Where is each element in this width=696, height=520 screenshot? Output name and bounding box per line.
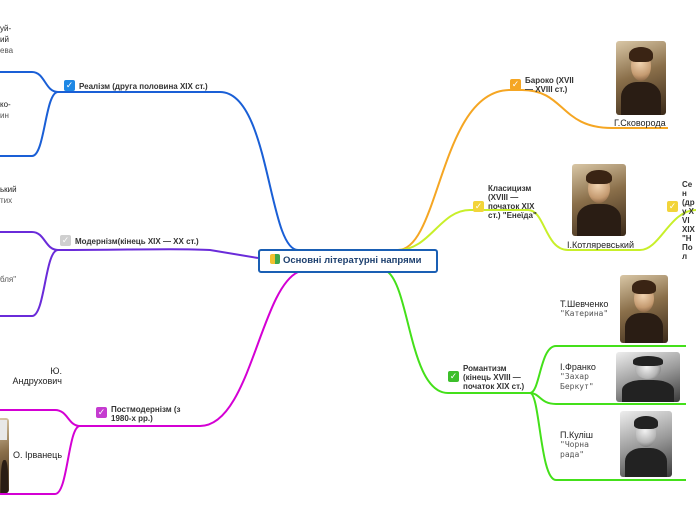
truncated-text-a1: уй- (0, 24, 12, 33)
connector-modernism (57, 248, 259, 259)
connector-postmodernism-bottom (0, 425, 81, 495)
branch-baroque[interactable]: Бароко (XVII — XVIII ст.) (525, 76, 574, 94)
author-shevchenko[interactable]: Т.Шевченко "Катерина" (560, 299, 618, 319)
author-irvanets[interactable]: О. Ірванець (13, 450, 63, 460)
portrait-thumbnail-image (0, 420, 7, 440)
author-franko[interactable]: І.Франко "Захар Беркут" (560, 362, 612, 392)
connector-romanticism-kulish (529, 392, 686, 481)
truncated-text-b1: ко- (0, 100, 11, 109)
work-title: "Катерина" (560, 309, 609, 318)
truncated-text-c2: тих (0, 196, 13, 205)
portrait-kulish-image (620, 411, 672, 477)
connector-postmodernism (80, 271, 299, 427)
beginner-leaf-icon (270, 254, 280, 264)
checkbox-checked-icon[interactable]: ✓ (64, 80, 75, 91)
truncated-text-d1: бля" (0, 275, 17, 284)
connector-realism-bottom (0, 91, 59, 157)
branch-classicism[interactable]: Класицизм (XVIII — початок XIX ст.) "Ене… (488, 184, 537, 220)
connector-baroque (397, 89, 668, 251)
portrait-kotliarevskyi-image (572, 164, 626, 236)
branch-realism[interactable]: Реалізм (друга половина XIX ст.) (79, 82, 208, 91)
checkbox-checked-icon[interactable]: ✓ (473, 201, 484, 212)
truncated-text-c1: ький (0, 185, 17, 194)
checkbox-checked-icon[interactable]: ✓ (667, 201, 678, 212)
truncated-text-b2: ин (0, 111, 9, 120)
branch-postmodernism[interactable]: Постмодернізм (з 1980-х рр.) (111, 405, 181, 423)
author-name: П.Куліш (560, 430, 593, 440)
connector-romanticism-shevchenko (529, 345, 686, 394)
connector-romanticism-franko (529, 392, 686, 405)
connector-classicism (397, 209, 696, 251)
work-title: "Захар Беркут" (560, 372, 594, 391)
truncated-text-a2: ий (0, 35, 9, 44)
author-skovoroda[interactable]: Г.Сковорода (614, 118, 666, 128)
root-topic-label: Основні літературні напрями (283, 255, 422, 266)
connector-realism (58, 91, 299, 251)
checkbox-icon[interactable]: ✓ (60, 235, 71, 246)
author-kulish[interactable]: П.Куліш "Чорна рада" (560, 430, 604, 460)
work-title: "Чорна рада" (560, 440, 589, 459)
root-topic[interactable]: Основні літературні напрями (258, 249, 438, 273)
checkbox-checked-icon[interactable]: ✓ (96, 407, 107, 418)
truncated-text-a3: ева (0, 46, 14, 55)
author-name: І.Франко (560, 362, 596, 372)
portrait-irvanets-image (0, 418, 9, 493)
portrait-shevchenko-image (620, 275, 668, 343)
branch-sentimentalism[interactable]: Сен (дру XVI XIX "Н Пол (682, 180, 695, 261)
branch-modernism[interactable]: Модернізм(кінець XIX — XX ст.) (75, 237, 199, 246)
connector-modernism-bottom (0, 249, 59, 317)
checkbox-checked-icon[interactable]: ✓ (448, 371, 459, 382)
author-name: Т.Шевченко (560, 299, 609, 309)
connector-realism-top (0, 71, 59, 93)
branch-romanticism[interactable]: Романтизм (кінець XVIII — початок XIX ст… (463, 364, 525, 391)
author-kotliarevskyi[interactable]: І.Котляревський (567, 240, 634, 250)
author-andrukhovych[interactable]: Ю. Андрухович (12, 366, 62, 386)
connector-postmodernism-top (0, 409, 81, 427)
connector-modernism-top (0, 231, 59, 251)
portrait-skovoroda-image (616, 41, 666, 115)
checkbox-checked-icon[interactable]: ✓ (510, 79, 521, 90)
portrait-franko-image (616, 352, 680, 402)
connector-romanticism (387, 271, 530, 394)
